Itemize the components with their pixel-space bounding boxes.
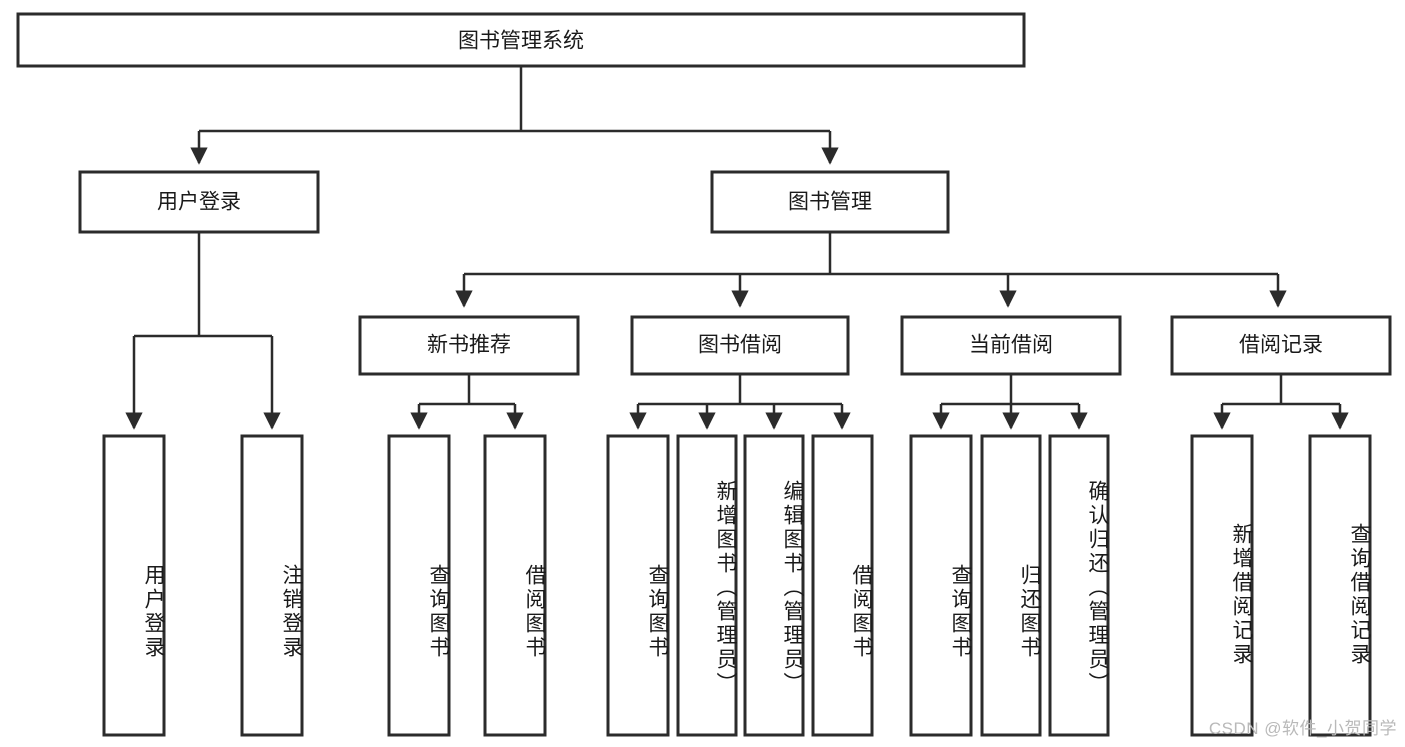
node-book-manage[interactable]: 图书管理 [710,170,950,234]
node-root[interactable]: 图书管理系统 [16,12,1026,68]
leaf-box-current-borrow-2[interactable] [980,434,1042,737]
node-borrow-record[interactable]: 借阅记录 [1170,315,1392,376]
leaf-box-current-borrow-1[interactable] [909,434,973,737]
leaf-box-book-borrow-2[interactable] [676,434,738,737]
node-current-borrow[interactable]: 当前借阅 [900,315,1122,376]
leaf-box-user-login-1[interactable] [102,434,166,737]
node-current-borrow-label: 当前借阅 [969,334,1053,357]
node-book-borrow[interactable]: 图书借阅 [630,315,850,376]
node-new-book-recommend-box [358,315,580,376]
node-book-borrow-box [630,315,850,376]
node-book-manage-label: 图书管理 [788,191,872,214]
node-user-login-label: 用户登录 [157,191,241,214]
node-current-borrow-box [900,315,1122,376]
leaf-box-new-book-1[interactable] [387,434,451,737]
node-book-manage-box [710,170,950,234]
leaf-box-user-login-2[interactable] [240,434,304,737]
leaf-box-book-borrow-4[interactable] [811,434,874,737]
leaf-box-current-borrow-3[interactable] [1048,434,1110,737]
node-borrow-record-label: 借阅记录 [1239,334,1323,357]
leaf-box-borrow-record-2[interactable] [1308,434,1372,737]
node-new-book-recommend[interactable]: 新书推荐 [358,315,580,376]
node-user-login[interactable]: 用户登录 [78,170,320,234]
node-borrow-record-box [1170,315,1392,376]
leaf-box-book-borrow-1[interactable] [606,434,670,737]
leaf-box-new-book-2[interactable] [483,434,547,737]
leaf-box-borrow-record-1[interactable] [1190,434,1254,737]
node-root-box [16,12,1026,68]
leaf-box-book-borrow-3[interactable] [743,434,805,737]
node-root-label: 图书管理系统 [458,30,584,53]
csdn-watermark: CSDN @软件_小贺同学 [1208,719,1397,738]
node-new-book-recommend-label: 新书推荐 [427,334,511,357]
node-book-borrow-label: 图书借阅 [698,334,782,357]
